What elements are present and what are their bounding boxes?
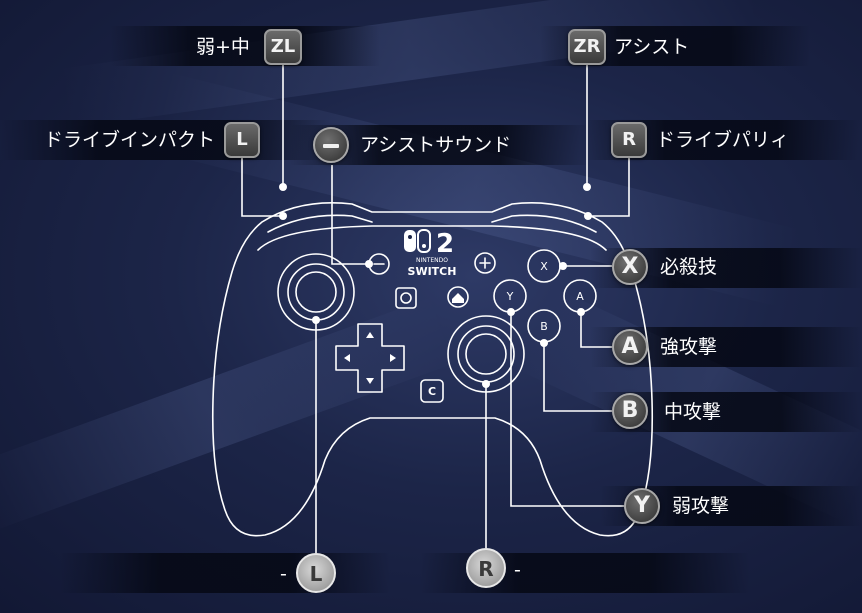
label-rstick: - (514, 559, 521, 581)
svg-text:2: 2 (436, 229, 454, 259)
label-minus: アシストサウンド (360, 134, 512, 156)
face-label-b: B (540, 320, 548, 333)
zr-button-icon: ZR (568, 29, 606, 65)
minus-icon (323, 144, 339, 148)
face-rim (257, 225, 607, 251)
l-button-icon: L (224, 122, 260, 158)
svg-text:SWITCH: SWITCH (408, 265, 457, 278)
x-button-icon: X (612, 249, 648, 285)
label-l: ドライブインパクト (44, 129, 216, 151)
home-icon (452, 293, 464, 303)
y-button-icon: Y (624, 488, 660, 524)
shoulder-right-line (491, 214, 597, 233)
c-button (420, 379, 444, 403)
callout-line-y (510, 312, 624, 507)
minus-button-icon (313, 127, 349, 163)
zl-button-icon: ZL (264, 29, 302, 65)
controller-outline (211, 202, 654, 537)
r-button-icon: R (611, 122, 647, 158)
c-button-label: C (428, 385, 436, 398)
switch2-logo: 2 NINTENDO SWITCH (404, 229, 456, 278)
callout-line-minus (331, 165, 369, 265)
callout-line-a (580, 312, 612, 348)
capture-button (395, 287, 417, 309)
dpad-arrows (344, 332, 396, 384)
label-band-l (0, 120, 330, 160)
home-button (447, 286, 469, 308)
label-x: 必殺技 (660, 256, 718, 278)
label-b: 中攻撃 (664, 401, 722, 423)
label-zl: 弱+中 (196, 36, 250, 58)
callout-line-b (543, 343, 612, 412)
callout-line-r (588, 157, 630, 217)
face-label-y: Y (506, 290, 514, 303)
right-stick-icon: R (466, 548, 506, 588)
controller-plus-button (474, 252, 496, 274)
left-stick-icon: L (296, 553, 336, 593)
a-button-icon: A (612, 329, 648, 365)
label-y: 弱攻撃 (672, 495, 730, 517)
b-button-icon: B (612, 393, 648, 429)
svg-text:NINTENDO: NINTENDO (416, 257, 448, 264)
face-label-a: A (576, 290, 584, 303)
face-label-x: X (540, 260, 548, 273)
label-zr: アシスト (614, 36, 690, 58)
label-a: 強攻撃 (660, 336, 718, 358)
label-band-zl (110, 26, 380, 66)
callout-line-l (241, 157, 283, 217)
dpad-outline (335, 323, 405, 393)
shoulder-left-line (267, 214, 373, 233)
label-r: ドライブパリィ (656, 129, 790, 151)
label-lstick: - (280, 563, 287, 585)
